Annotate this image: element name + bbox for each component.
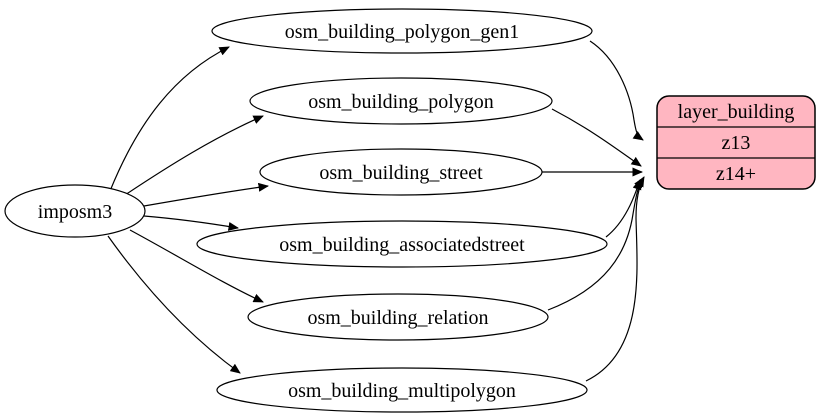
layer-building-row-z13: z13 (722, 132, 751, 154)
relation-label: osm_building_relation (307, 307, 488, 329)
edge-imposm3-to-multipolygon (107, 235, 241, 374)
edge-imposm3-to-relation (129, 229, 264, 303)
node-osm-building-relation: osm_building_relation (247, 293, 549, 341)
edge-imposm3-to-street (143, 182, 269, 207)
node-layer-building: layer_building z13 z14+ (656, 95, 816, 190)
edge-group-tables-to-layer (542, 40, 645, 382)
street-ellipse (259, 148, 543, 196)
edge-group-source-to-tables (107, 46, 269, 374)
imposm3-ellipse (4, 184, 146, 238)
street-label: osm_building_street (319, 162, 483, 184)
associatedstreet-label: osm_building_associatedstreet (279, 234, 525, 256)
polygon-gen1-label: osm_building_polygon_gen1 (285, 21, 519, 43)
associatedstreet-ellipse (196, 220, 608, 268)
edge-relation-to-z14 (547, 177, 644, 311)
edge-imposm3-to-polygon (121, 115, 264, 198)
node-osm-building-polygon-gen1: osm_building_polygon_gen1 (211, 8, 593, 54)
polygon-gen1-ellipse (211, 8, 593, 54)
edge-imposm3-to-associatedstreet (143, 215, 239, 231)
node-osm-building-multipolygon: osm_building_multipolygon (216, 367, 588, 413)
edge-polygon-gen1-to-z13 (589, 40, 644, 141)
polygon-ellipse (249, 77, 553, 125)
layer-building-title: layer_building (678, 101, 795, 123)
multipolygon-label: osm_building_multipolygon (288, 380, 516, 402)
polygon-label: osm_building_polygon (308, 91, 494, 113)
edge-associatedstreet-to-z14 (605, 179, 642, 238)
relation-ellipse (247, 293, 549, 341)
layer-building-box (656, 95, 816, 190)
edge-polygon-to-z14 (551, 108, 642, 167)
multipolygon-ellipse (216, 367, 588, 413)
edge-multipolygon-to-z14 (585, 176, 645, 382)
node-osm-building-associatedstreet: osm_building_associatedstreet (196, 220, 608, 268)
imposm3-label: imposm3 (38, 201, 112, 223)
edge-imposm3-to-polygon-gen1 (109, 46, 230, 192)
layer-building-row-z14: z14+ (716, 163, 756, 185)
node-osm-building-polygon: osm_building_polygon (249, 77, 553, 125)
node-imposm3: imposm3 (4, 184, 146, 238)
node-osm-building-street: osm_building_street (259, 148, 543, 196)
